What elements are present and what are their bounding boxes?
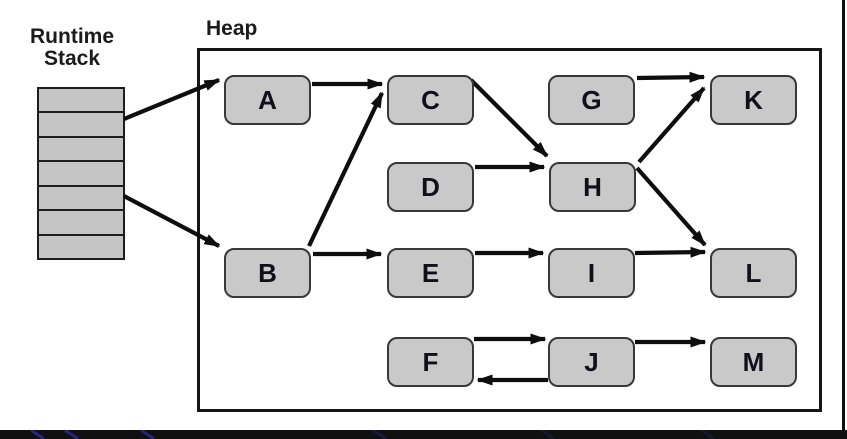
heap-node-m: M — [710, 337, 797, 387]
stack-cell-3 — [39, 137, 123, 163]
stack-cell-2 — [39, 113, 123, 138]
footer-accent-mark — [140, 430, 155, 439]
heap-node-i: I — [548, 248, 635, 298]
footer-accent-mark — [372, 430, 387, 439]
stack-cell-5 — [39, 186, 123, 212]
heap-node-k: K — [710, 75, 797, 125]
heap-node-g: G — [548, 75, 635, 125]
heap-node-d: D — [387, 162, 474, 212]
runtime-stack-label-line1: Runtime — [30, 25, 114, 48]
runtime-stack-label: Runtime Stack — [16, 26, 128, 70]
heap-node-l: L — [710, 248, 797, 298]
heap-label: Heap — [206, 17, 258, 40]
footer-accent-mark — [700, 430, 715, 439]
runtime-stack — [37, 87, 125, 260]
runtime-stack-label-line2: Stack — [43, 47, 101, 70]
heap-node-c: C — [387, 75, 474, 125]
heap-node-a: A — [224, 75, 311, 125]
footer-bar — [0, 430, 847, 439]
stack-cell-1 — [39, 89, 123, 114]
footer-accent-mark — [540, 430, 555, 439]
stack-cell-4 — [39, 162, 123, 187]
heap-node-f: F — [387, 337, 474, 387]
stack-cell-7 — [39, 235, 123, 258]
heap-node-j: J — [548, 337, 635, 387]
footer-accent-mark — [64, 430, 79, 439]
heap-node-e: E — [387, 248, 474, 298]
footer-accent-mark — [30, 430, 45, 439]
stack-cell-6 — [39, 211, 123, 236]
heap-node-h: H — [549, 162, 636, 212]
heap-node-b: B — [224, 248, 311, 298]
